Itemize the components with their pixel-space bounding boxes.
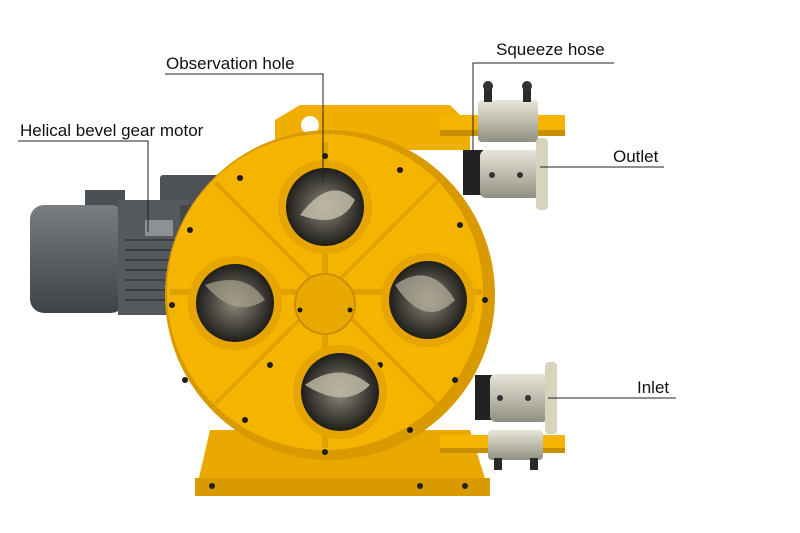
observation-window-bottom bbox=[293, 345, 387, 439]
label-observation-hole: Observation hole bbox=[166, 54, 295, 73]
squeeze-hose-clamp bbox=[478, 81, 538, 142]
label-inlet: Inlet bbox=[637, 378, 670, 397]
observation-window-left bbox=[188, 256, 282, 350]
observation-window-right bbox=[381, 253, 475, 347]
outlet-fitting bbox=[463, 138, 548, 210]
inlet-fitting bbox=[475, 362, 557, 470]
callout-lines bbox=[18, 62, 676, 399]
label-outlet: Outlet bbox=[613, 147, 659, 166]
label-squeeze-hose: Squeeze hose bbox=[496, 40, 605, 59]
label-helical-bevel-gear-motor: Helical bevel gear motor bbox=[20, 121, 204, 140]
observation-window-top bbox=[278, 160, 372, 254]
